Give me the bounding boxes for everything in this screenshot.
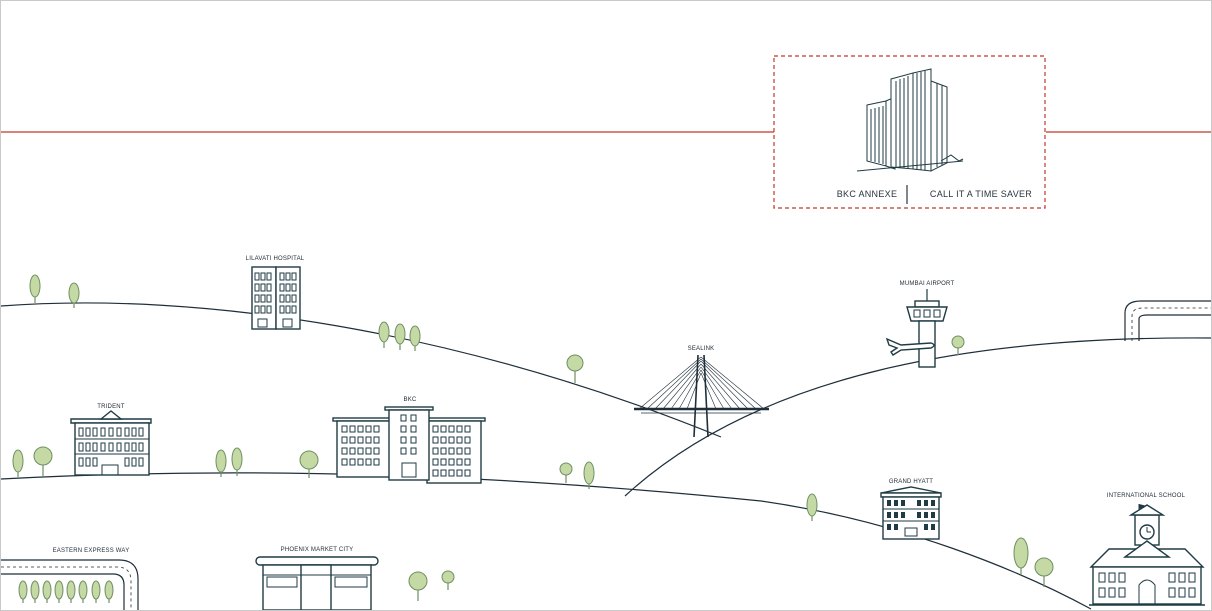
hill-back-right bbox=[624, 337, 1211, 497]
airplane-icon bbox=[885, 337, 935, 356]
tree-icon bbox=[54, 580, 64, 603]
sealink-bridge-icon: SEALINK bbox=[634, 346, 769, 438]
tree-icon bbox=[806, 493, 818, 521]
road-right-icon bbox=[1124, 300, 1211, 341]
tree-icon bbox=[583, 461, 595, 489]
tree-icon bbox=[299, 450, 319, 478]
tree-icon bbox=[12, 449, 24, 477]
featured-bkc-annexe-card[interactable]: BKC ANNEXE CALL IT A TIME SAVER bbox=[773, 55, 1046, 209]
grand-hyatt-hotel-building-icon[interactable]: GRAND HYATT bbox=[880, 479, 942, 540]
featured-right-caption: CALL IT A TIME SAVER bbox=[930, 189, 1032, 199]
trees bbox=[12, 274, 1054, 603]
tree-icon bbox=[231, 447, 243, 476]
hills bbox=[1, 302, 1211, 610]
tree-icon bbox=[30, 580, 40, 603]
mumbai-airport-tower-icon[interactable]: MUMBAI AIRPORT bbox=[885, 281, 955, 368]
lilavati-hospital-building-icon[interactable]: LILAVATI HOSPITAL bbox=[246, 256, 305, 330]
tree-icon bbox=[104, 580, 114, 603]
tree-icon bbox=[33, 446, 53, 476]
tree-icon bbox=[559, 462, 573, 483]
label-sealink: SEALINK bbox=[688, 346, 715, 352]
tree-icon bbox=[78, 580, 88, 603]
bkc-office-building-icon[interactable]: BKC bbox=[332, 397, 486, 484]
tree-icon bbox=[91, 580, 101, 603]
tree-icon bbox=[409, 325, 421, 351]
tree-icon bbox=[18, 580, 28, 603]
featured-left-caption: BKC ANNEXE bbox=[837, 189, 898, 199]
hill-back-left bbox=[1, 302, 722, 438]
tree-icon bbox=[68, 282, 80, 308]
hill-mid bbox=[1, 472, 1092, 610]
label-mumbai-airport: MUMBAI AIRPORT bbox=[900, 281, 955, 287]
label-lilavati-hospital: LILAVATI HOSPITAL bbox=[246, 256, 305, 262]
road-left-icon bbox=[1, 559, 139, 610]
tree-icon bbox=[951, 335, 965, 355]
label-international-school: INTERNATIONAL SCHOOL bbox=[1107, 493, 1186, 499]
tree-icon bbox=[1034, 557, 1054, 587]
tree-icon bbox=[66, 580, 76, 603]
tree-icon bbox=[42, 580, 52, 603]
phoenix-market-city-mall-icon[interactable]: PHOENIX MARKET CITY bbox=[255, 547, 379, 610]
tree-icon bbox=[215, 449, 227, 477]
label-grand-hyatt: GRAND HYATT bbox=[889, 479, 933, 485]
label-eastern-express-way: EASTERN EXPRESS WAY bbox=[53, 548, 130, 554]
label-bkc: BKC bbox=[404, 397, 417, 403]
international-school-building-icon[interactable]: INTERNATIONAL SCHOOL bbox=[1089, 493, 1205, 606]
label-trident: TRIDENT bbox=[97, 404, 125, 410]
tree-icon bbox=[378, 321, 390, 348]
tree-icon bbox=[408, 571, 428, 601]
tower-sketch-icon bbox=[856, 68, 964, 172]
tree-icon bbox=[1013, 537, 1029, 575]
tree-icon bbox=[394, 323, 406, 350]
label-phoenix-market-city: PHOENIX MARKET CITY bbox=[281, 547, 354, 553]
clock-icon bbox=[1139, 524, 1155, 540]
tree-icon bbox=[29, 274, 41, 303]
tree-icon bbox=[441, 570, 455, 590]
trident-hotel-building-icon[interactable]: TRIDENT bbox=[70, 404, 152, 476]
tree-icon bbox=[566, 354, 584, 383]
